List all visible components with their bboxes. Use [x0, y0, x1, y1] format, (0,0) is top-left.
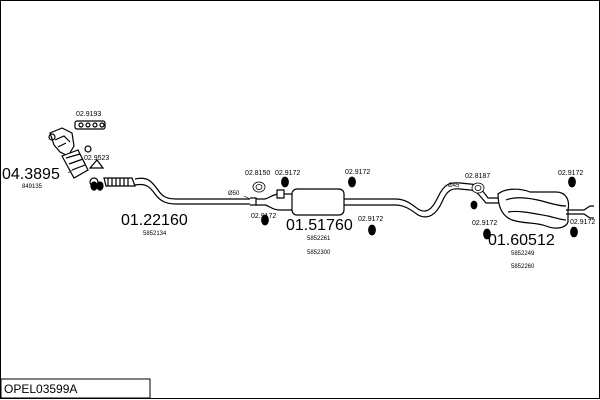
nut-icon [84, 145, 92, 153]
section-ref: 849135 [22, 184, 43, 190]
rubber-hanger-icon [470, 200, 478, 210]
part-label: 02.8150 [245, 170, 270, 177]
diameter-50-label: Ø50 [228, 191, 240, 197]
section-ref: 5852300 [307, 250, 331, 256]
rubber-hanger-icon [570, 226, 578, 238]
rear-silencer-group [469, 183, 594, 229]
section-number: 01.60512 [488, 232, 555, 249]
hanger-icons [252, 176, 578, 240]
section-ref: 5852134 [143, 231, 167, 237]
rubber-hanger-icon [281, 176, 289, 188]
rubber-hanger-icon [568, 176, 576, 188]
spring-triangle-icon [88, 159, 105, 169]
part-label: 02.9172 [570, 219, 595, 226]
part-label: 02.9172 [251, 213, 276, 220]
section-number: 01.51760 [286, 217, 353, 234]
part-label: 02.9193 [76, 111, 101, 118]
section-ref: 5852249 [511, 251, 535, 257]
section-ref: 5852260 [511, 264, 535, 270]
rubber-hanger-icon [348, 176, 356, 188]
rubber-hanger-icon [261, 214, 269, 226]
section-number: 04.3895 [2, 166, 60, 183]
middle-silencer-group [256, 182, 471, 218]
diagram-code: OPEL03599A [4, 382, 77, 396]
part-label: 02.9172 [358, 216, 383, 223]
section-number: 01.22160 [121, 212, 188, 229]
part-label: 02.9523 [84, 155, 109, 162]
section-ref: 5852261 [307, 236, 331, 242]
rubber-hanger-icon [483, 228, 491, 240]
title-box [0, 378, 151, 399]
part-label: 02.9172 [275, 170, 300, 177]
rubber-hanger-icon [368, 224, 376, 236]
part-label: 02.9172 [345, 169, 370, 176]
part-label: 02.8187 [465, 173, 490, 180]
part-label: 02.9172 [558, 170, 583, 177]
diameter-45-label: Ø45 [448, 183, 460, 189]
manifold-catalyst-group [48, 120, 106, 191]
front-pipe-group [103, 177, 257, 206]
part-label: 02.9172 [472, 220, 497, 227]
